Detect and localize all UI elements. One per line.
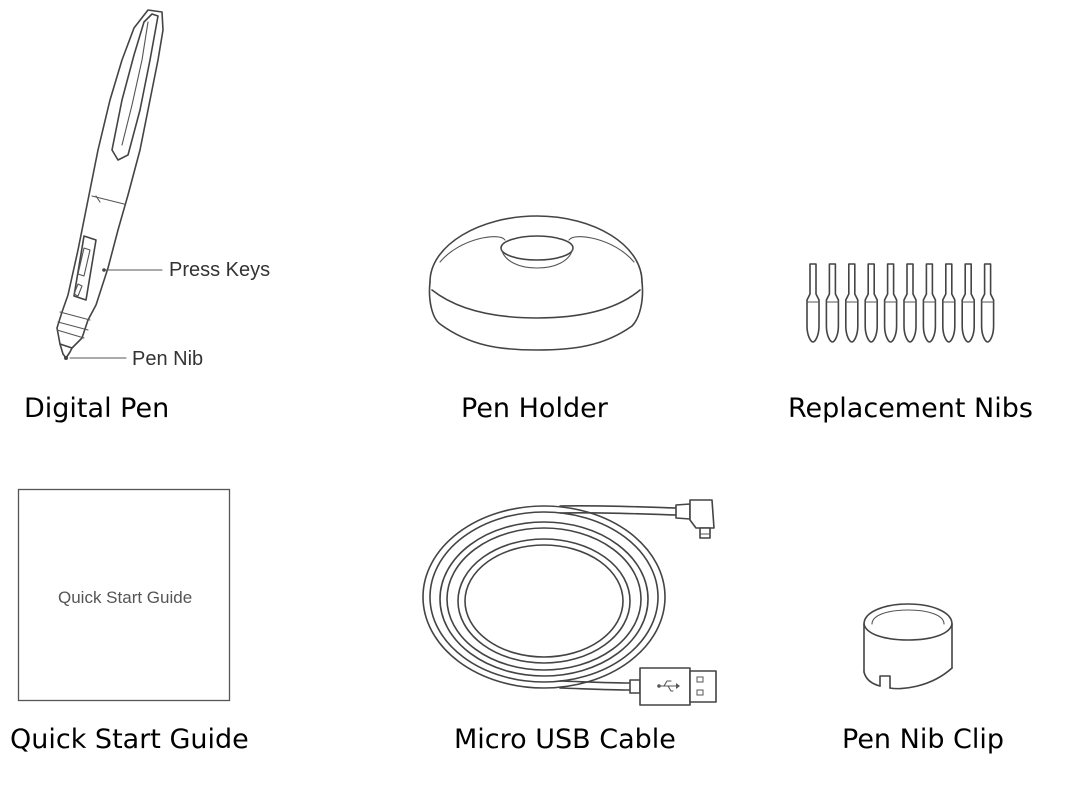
- pen-nib-clip-caption: Pen Nib Clip: [842, 724, 1005, 755]
- replacement-nib: [922, 263, 937, 343]
- replacement-nib: [825, 263, 840, 343]
- replacement-nib: [845, 263, 859, 343]
- usb-symbol-icon: [657, 680, 680, 692]
- press-keys-callout: Press Keys: [169, 259, 271, 281]
- digital-pen-caption: Digital Pen: [24, 393, 170, 424]
- replacement-nib: [864, 263, 878, 343]
- quick-start-guide-caption: Quick Start Guide: [10, 724, 249, 755]
- pen-holder-caption: Pen Holder: [461, 393, 608, 424]
- replacement-nib: [961, 263, 975, 343]
- pen-nib-callout: Pen Nib: [132, 348, 204, 370]
- guide-cover-text: Quick Start Guide: [58, 588, 193, 607]
- replacement-nib: [806, 263, 820, 343]
- replacement-nib: [980, 263, 995, 343]
- replacement-nib: [883, 263, 898, 343]
- replacement-nibs-caption: Replacement Nibs: [788, 393, 1033, 424]
- micro-usb-cable-caption: Micro USB Cable: [454, 724, 676, 755]
- replacement-nib: [942, 263, 956, 343]
- replacement-nib: [903, 263, 917, 343]
